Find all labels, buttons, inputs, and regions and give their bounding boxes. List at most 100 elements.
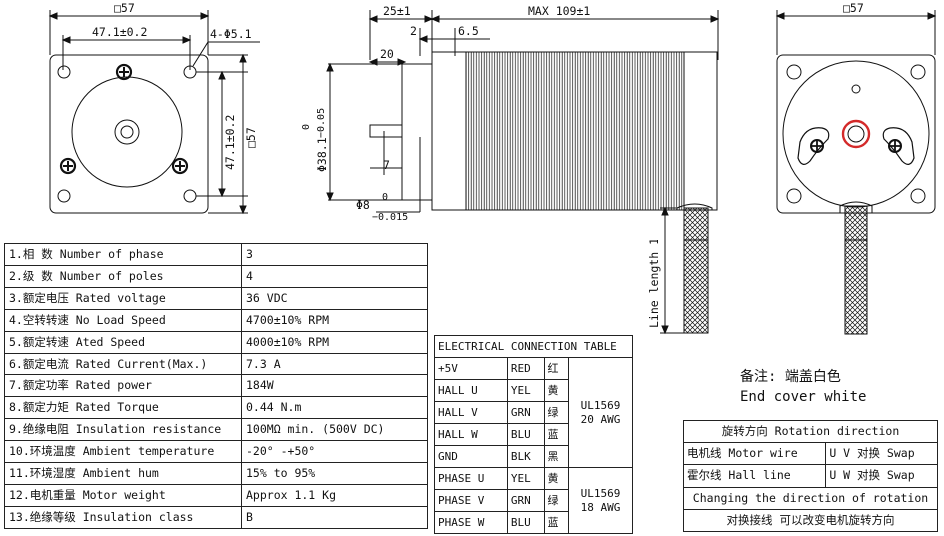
rear-view: □57 — [775, 1, 937, 240]
end-cover-note: 备注: 端盖白色 End cover white — [740, 367, 866, 407]
spec-value-cell: 184W — [241, 374, 428, 398]
side-max-dim: MAX 109±1 — [528, 4, 590, 18]
group2-spec-line1: UL1569 — [580, 486, 621, 500]
spec-label-cell: 8.额定力矩 Rated Torque — [4, 396, 242, 420]
color-cn-cell: 黑 — [543, 445, 570, 468]
color-cn-cell: 黄 — [543, 379, 570, 402]
color-cn-cell: 绿 — [543, 489, 570, 512]
note-cn: 备注: 端盖白色 — [740, 369, 841, 385]
signal-cell: +5V — [434, 357, 508, 380]
signal-cell: PHASE V — [434, 489, 508, 512]
spec-label-cell: 9.绝缘电阻 Insulation resistance — [4, 418, 242, 442]
table-row: 10.环境温度 Ambient temperature-20° -+50° — [4, 440, 428, 464]
color-cell: BLK — [506, 445, 545, 468]
color-cell: BLU — [506, 423, 545, 446]
motor-wire-value: U V 对换 Swap — [825, 442, 938, 466]
side-shaft-tol-upper: 0 — [382, 192, 388, 203]
table-row: HALL W BLU 蓝 — [434, 423, 633, 446]
spec-value-cell: 4000±10% RPM — [241, 330, 428, 354]
spec-value-cell: 15% to 95% — [241, 462, 428, 485]
electrical-connection-table: ELECTRICAL CONNECTION TABLE +5V RED 红 UL… — [434, 335, 633, 534]
side-shaft-dim: Φ8 — [356, 198, 370, 212]
side-2-dim: 2 — [410, 24, 417, 38]
table-row: PHASE U YEL 黄 UL1569 18 AWG — [434, 467, 633, 534]
hall-line-label: 霍尔线 Hall line — [682, 464, 827, 488]
spec-value-cell: 4700±10% RPM — [241, 308, 428, 332]
signal-cell: PHASE U — [434, 467, 508, 490]
note-en: End cover white — [740, 389, 867, 405]
spec-label-cell: 2.级 数 Number of poles — [4, 264, 242, 288]
signal-cell: HALL U — [434, 379, 508, 402]
spec-value-cell: 0.44 N.m — [241, 396, 428, 420]
side-boss-tol-upper: 0 — [301, 124, 312, 130]
spec-value-cell: 4 — [241, 264, 428, 288]
table-row: PHASE W BLU 蓝 — [434, 511, 633, 534]
signal-cell: HALL V — [434, 401, 508, 424]
spec-value-cell: -20° -+50° — [241, 440, 428, 464]
spec-label-cell: 5.额定转速 Ated Speed — [4, 330, 242, 354]
color-cn-cell: 蓝 — [543, 511, 570, 534]
front-vertical-spacing-dim: 47.1±0.2 — [223, 115, 237, 170]
spec-label-cell: 3.额定电压 Rated voltage — [4, 286, 242, 310]
front-hole-spacing-dim: 47.1±0.2 — [92, 25, 147, 39]
electrical-table-title: ELECTRICAL CONNECTION TABLE — [434, 335, 633, 358]
side-view: 25±1 MAX 109±1 2 6.5 20 7 Φ38.1 0 −0.05 … — [301, 4, 720, 240]
spec-value-cell: Approx 1.1 Kg — [241, 483, 428, 507]
table-row: GND BLK 黑 — [434, 445, 633, 468]
spec-label-cell: 4.空转转速 No Load Speed — [4, 308, 242, 332]
front-view: □57 47.1±0.2 4-Φ5.1 47.1±0.2 □57 — [48, 1, 260, 215]
group1-spec-cell: UL1569 20 AWG — [568, 357, 633, 468]
spec-label-cell: 11.环境湿度 Ambient hum — [4, 462, 242, 485]
color-cell: GRN — [506, 489, 545, 512]
side-20-dim: 20 — [380, 47, 394, 61]
spec-value-cell: 36 VDC — [241, 286, 428, 310]
signal-cell: PHASE W — [434, 511, 508, 534]
spec-label-cell: 10.环境温度 Ambient temperature — [4, 440, 242, 464]
side-25-dim: 25±1 — [383, 4, 411, 18]
spec-label-cell: 6.额定电流 Rated Current(Max.) — [4, 352, 242, 376]
motor-wire-label: 电机线 Motor wire — [682, 442, 827, 466]
group2-spec-line2: 18 AWG — [580, 500, 621, 514]
table-row: HALL V GRN 绿 — [434, 401, 633, 424]
spec-value-cell: 3 — [241, 243, 428, 266]
group1-spec-line2: 20 AWG — [580, 412, 621, 426]
cable-drawing: Line length 1M — [647, 240, 868, 335]
spec-value-cell: B — [241, 505, 428, 529]
spec-label-cell: 13.绝缘等级 Insulation class — [4, 505, 242, 529]
color-cell: YEL — [506, 467, 545, 490]
rear-square-dim: □57 — [843, 1, 864, 15]
table-row: HALL U YEL 黄 — [434, 379, 633, 402]
hall-line-value: U W 对换 Swap — [825, 464, 938, 488]
group2-spec-cell: UL1569 18 AWG — [568, 467, 633, 534]
rotation-direction-table: 旋转方向 Rotation direction 电机线 Motor wire U… — [682, 419, 938, 533]
color-cn-cell: 绿 — [543, 401, 570, 424]
side-7-dim: 7 — [383, 158, 390, 172]
side-boss-tol-lower: −0.05 — [316, 108, 327, 138]
line-length-label: Line length 1M — [647, 240, 661, 328]
color-cn-cell: 蓝 — [543, 423, 570, 446]
spec-label-cell: 12.电机重量 Motor weight — [4, 483, 242, 507]
table-row: +5V RED 红 UL1569 20 AWG — [434, 357, 633, 468]
signal-cell: GND — [434, 445, 508, 468]
spec-value-cell: 7.3 A — [241, 352, 428, 376]
group1-spec-line1: UL1569 — [580, 398, 621, 412]
changing-direction-text: Changing the direction of rotation — [683, 486, 938, 510]
color-cell: GRN — [506, 401, 545, 424]
spec-value-cell: 100MΩ min. (500V DC) — [241, 418, 428, 442]
color-cell: YEL — [506, 379, 545, 402]
color-cell: RED — [506, 357, 545, 380]
table-row: 电机线 Motor wire U V 对换 Swap — [682, 442, 938, 466]
side-6-5-dim: 6.5 — [458, 24, 479, 38]
rotation-table-title: 旋转方向 Rotation direction — [683, 419, 938, 444]
technical-drawing: □57 47.1±0.2 4-Φ5.1 47.1±0.2 □57 — [48, 1, 937, 240]
